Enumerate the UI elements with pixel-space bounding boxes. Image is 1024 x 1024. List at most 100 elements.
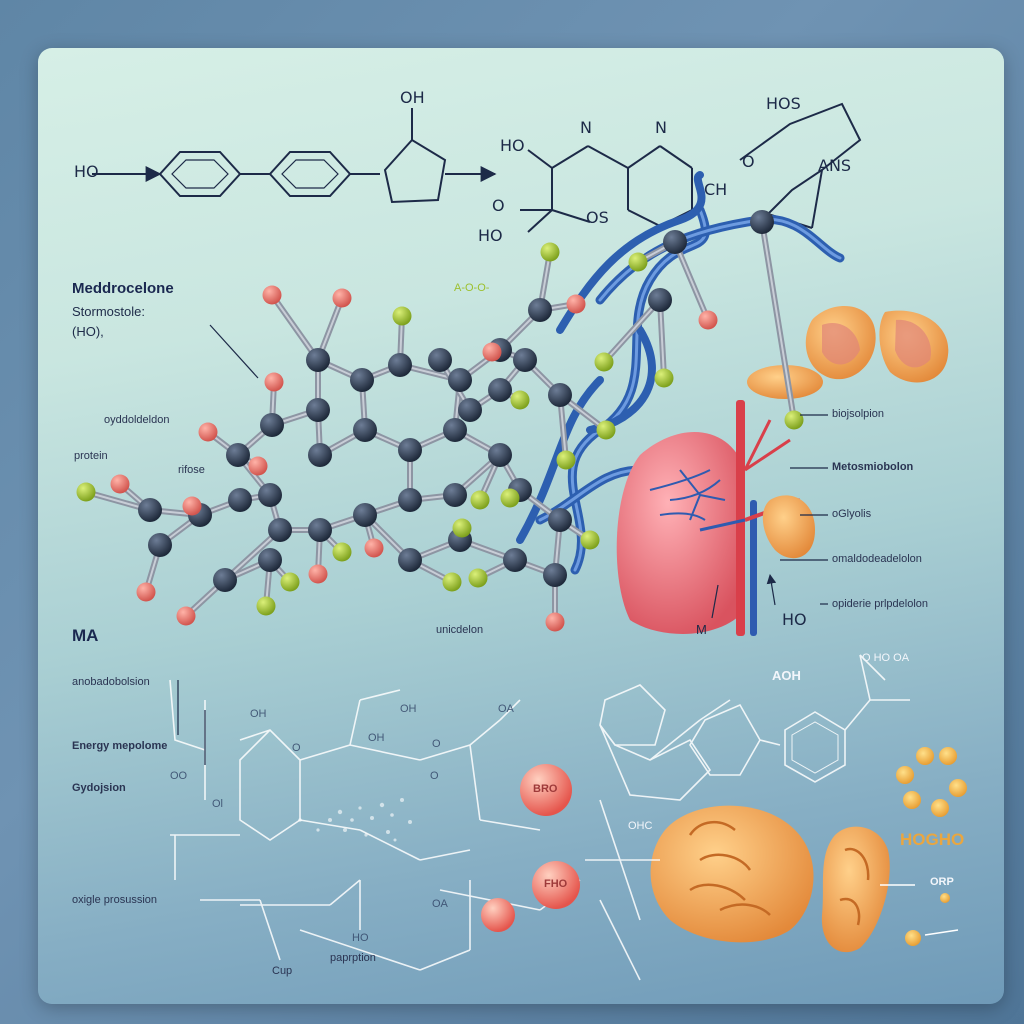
green-atom — [510, 390, 530, 410]
green-atom — [76, 482, 96, 502]
bond — [603, 299, 661, 363]
label-hos: HOS — [766, 94, 801, 113]
carbon-atom — [308, 443, 332, 467]
green-atom — [392, 306, 412, 326]
atom-label: OH — [400, 703, 417, 715]
label-aoo: A-O-O- — [454, 282, 490, 294]
green-atom — [628, 252, 648, 272]
green-atom — [452, 518, 472, 538]
carbon-atom — [388, 353, 412, 377]
carbon-atom — [443, 418, 467, 442]
carbon-atom — [503, 548, 527, 572]
carbon-atom — [488, 378, 512, 402]
oxygen-atom — [364, 538, 384, 558]
top-formula — [92, 102, 862, 233]
carbon-atom — [398, 548, 422, 572]
atom-label: OO — [170, 770, 188, 782]
atom-label: HO — [352, 932, 369, 944]
green-atom — [596, 420, 616, 440]
label-biology: biojsolpion — [832, 408, 884, 420]
label-oho: O HO OA — [862, 652, 910, 664]
label-ho-bottom-right: HO — [782, 610, 807, 629]
carbon-atom — [306, 348, 330, 372]
green-atom — [468, 568, 488, 588]
atom-label: OH — [368, 732, 385, 744]
carbon-atom — [306, 398, 330, 422]
carbon-atom — [258, 483, 282, 507]
green-atom — [580, 530, 600, 550]
green-atom — [256, 596, 276, 616]
green-atom — [654, 368, 674, 388]
label-ch: CH — [704, 180, 728, 199]
green-atom — [556, 450, 576, 470]
label-hoho: HOGHO — [900, 830, 965, 849]
label-bro: BRO — [533, 783, 558, 795]
atom-label: O — [432, 738, 441, 750]
bond — [224, 529, 281, 581]
atom-label: O — [430, 770, 439, 782]
oxygen-atom — [482, 342, 502, 362]
label-os: OS — [586, 208, 609, 227]
label-o-ring: O — [492, 196, 505, 215]
oxygen-atom — [136, 582, 156, 602]
bond — [761, 221, 795, 421]
green-atom — [500, 488, 520, 508]
green-atom — [540, 242, 560, 262]
title-sub1: Stormostole: — [72, 304, 145, 319]
label-ho-ring: HO — [500, 136, 525, 155]
green-atom — [442, 572, 462, 592]
carbon-atom — [513, 348, 537, 372]
label-ho-left: HO — [74, 162, 99, 181]
bond — [659, 299, 665, 379]
oxygen-atom — [182, 496, 202, 516]
oxygen-atom — [545, 612, 565, 632]
carbon-atom — [260, 413, 284, 437]
pink-spheres — [481, 764, 580, 932]
label-fho: FHO — [544, 878, 568, 890]
bond — [674, 241, 709, 321]
oxygen-atom — [110, 474, 130, 494]
carbon-atom — [663, 230, 687, 254]
label-hydrolysis: Gydojsion — [72, 782, 126, 794]
carbon-atom — [428, 348, 452, 372]
carbon-atom — [548, 383, 572, 407]
oxygen-atom — [198, 422, 218, 442]
carbon-atom — [548, 508, 572, 532]
carbon-atom — [353, 418, 377, 442]
atom-label: OA — [498, 703, 514, 715]
label-n1: N — [580, 118, 592, 137]
particle-cluster — [298, 798, 412, 842]
label-oxidative: oxigle prosussion — [72, 894, 157, 906]
label-cytoplasm: oyddoldeldon — [104, 414, 170, 426]
carbon-atom — [458, 398, 482, 422]
carbon-atom — [750, 210, 774, 234]
carbon-atom — [350, 368, 374, 392]
label-unicdelon: unicdelon — [436, 624, 484, 636]
bead-ring — [880, 747, 967, 946]
label-papration: paprption — [330, 952, 376, 964]
atom-label: O — [292, 742, 301, 754]
label-protein: protein — [74, 450, 108, 462]
carbon-atom — [228, 488, 252, 512]
label-ohc: OHC — [628, 820, 653, 832]
oxygen-atom — [698, 310, 718, 330]
green-atom — [470, 490, 490, 510]
label-ans: ANS — [818, 156, 852, 175]
label-oh-top: OH — [400, 88, 425, 107]
green-atom — [280, 572, 300, 592]
label-energy: Energy mepolome — [72, 740, 168, 752]
label-anabolism: anobadobolsion — [72, 676, 150, 688]
oxygen-atom — [308, 564, 328, 584]
oxygen-atom — [262, 285, 282, 305]
label-cup: Cup — [272, 965, 293, 977]
title-main: Meddrocelone — [72, 280, 174, 297]
oxygen-atom — [248, 456, 268, 476]
oxygen-atom — [566, 294, 586, 314]
label-glycolysis: oGlyolis — [832, 508, 872, 520]
oxygen-atom — [176, 606, 196, 626]
carbon-atom — [528, 298, 552, 322]
bottom-formula — [169, 654, 910, 981]
label-n2: N — [655, 118, 667, 137]
carbon-atom — [648, 288, 672, 312]
